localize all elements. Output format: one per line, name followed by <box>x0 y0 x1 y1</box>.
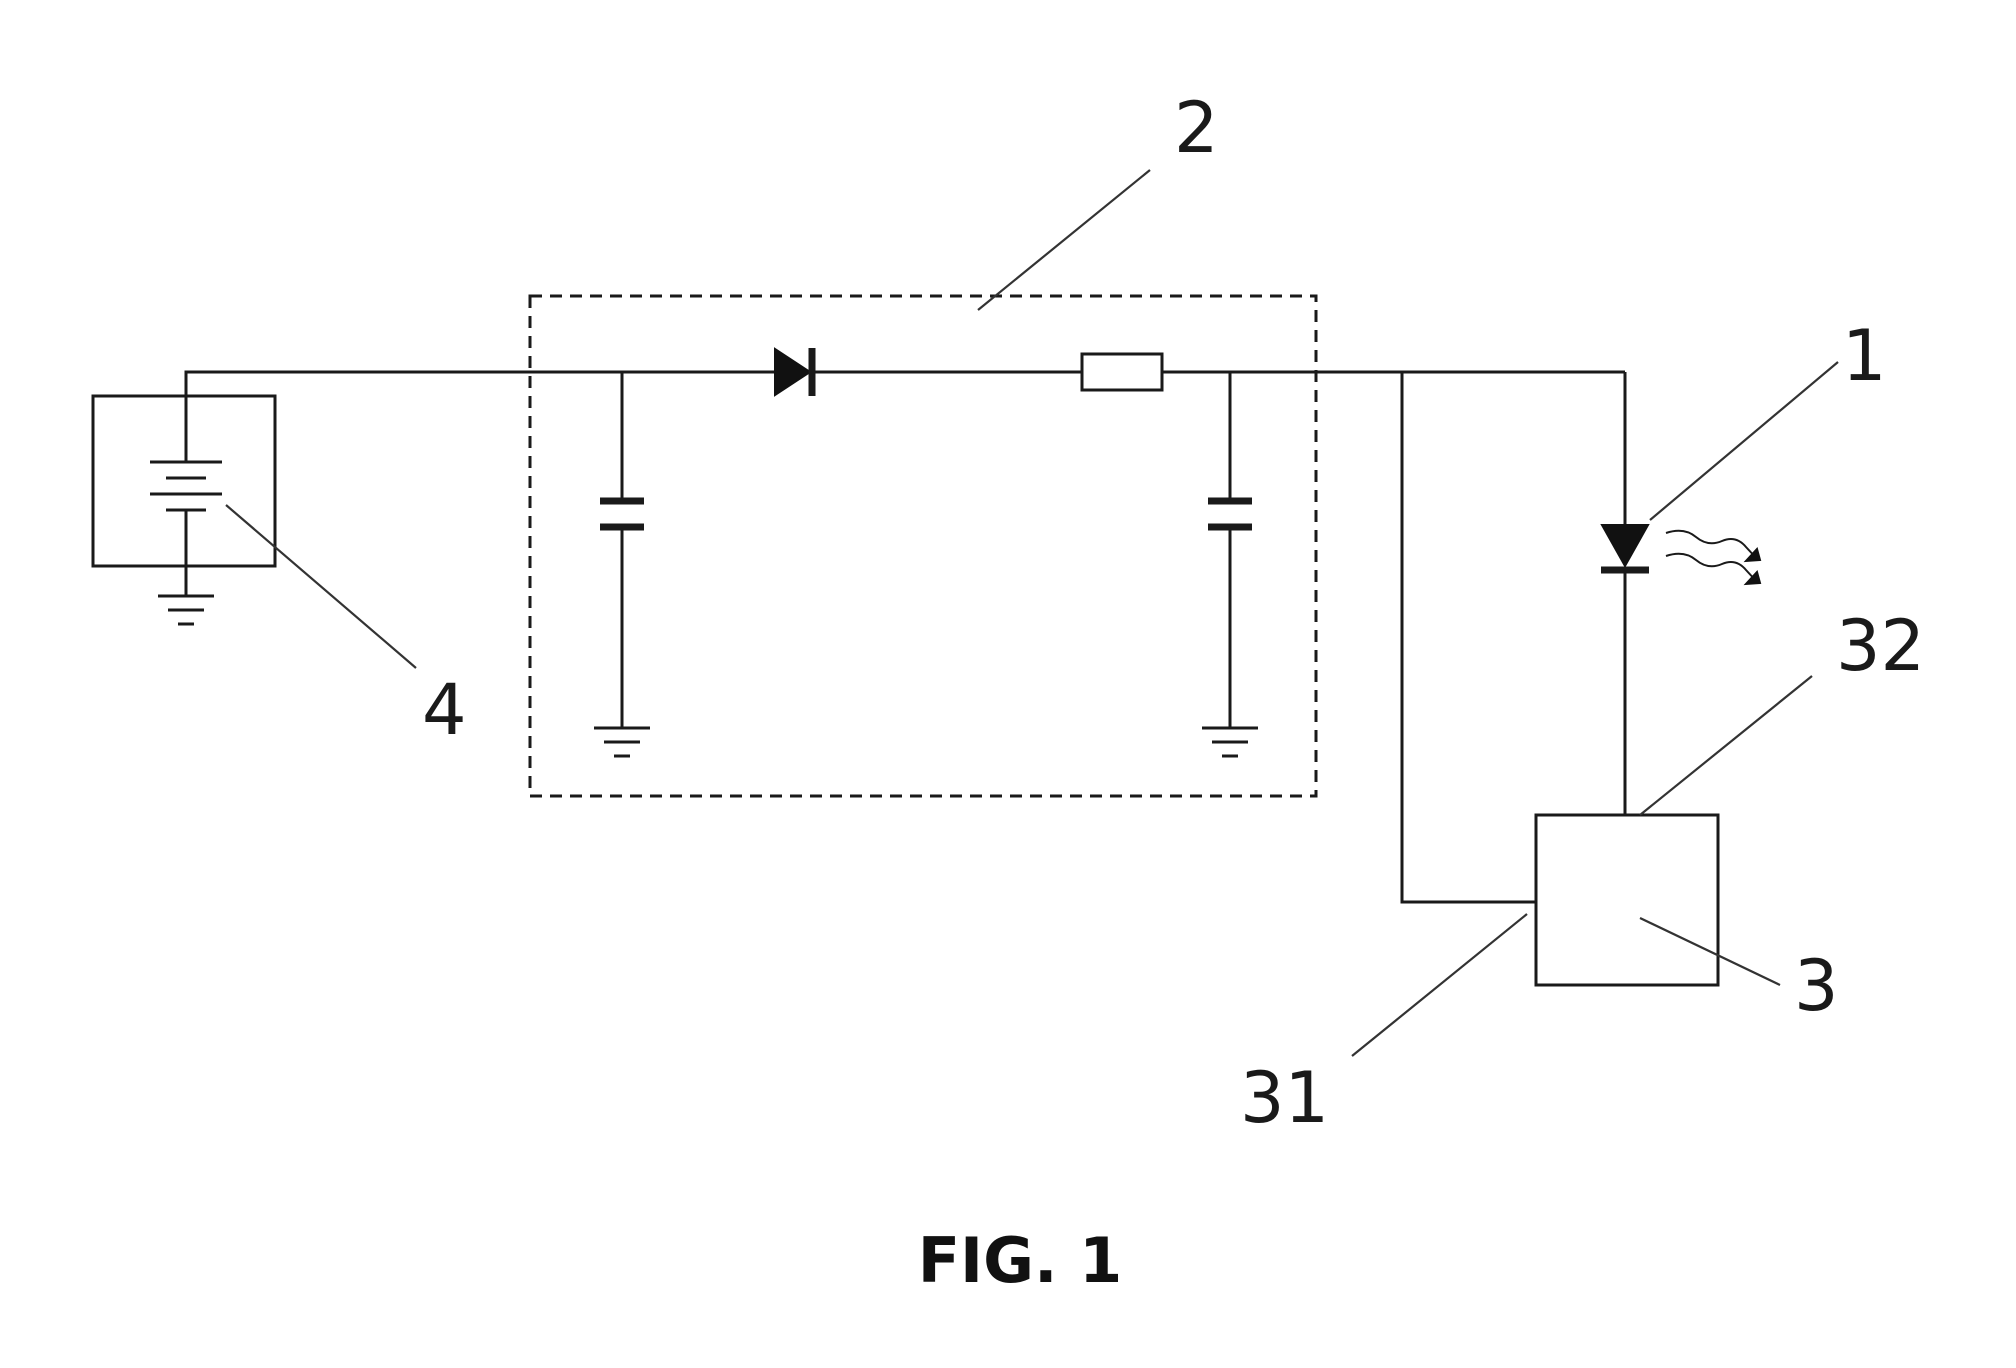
figure-caption: FIG. 1 <box>918 1224 1123 1297</box>
leader-line-output <box>1639 675 1813 816</box>
label-controller-input: 31 <box>1240 1057 1329 1139</box>
leader-line-led <box>1649 361 1839 521</box>
main-supply-wire <box>184 370 1625 396</box>
series-resistor <box>1080 352 1164 392</box>
series-diode <box>774 347 816 397</box>
power-source-box <box>91 394 277 568</box>
right-capacitor-branch <box>1202 372 1258 758</box>
label-filter-circuit: 2 <box>1174 87 1219 169</box>
leader-line-controller <box>1639 917 1781 986</box>
label-controller-output: 32 <box>1836 605 1925 687</box>
controller-input-wire <box>1400 372 1536 904</box>
led-triangle <box>1600 524 1650 569</box>
leader-line-filter <box>977 169 1151 311</box>
controller-box <box>1534 813 1720 987</box>
label-controller: 3 <box>1794 945 1839 1027</box>
right-ground-symbol <box>1202 726 1258 758</box>
leader-line-power <box>225 504 417 669</box>
power-source-block <box>91 370 1625 626</box>
diode-triangle <box>774 347 812 397</box>
light-emission-arrows <box>1665 529 1762 586</box>
left-ground-symbol <box>594 726 650 758</box>
filter-circuit-boundary <box>528 294 1318 798</box>
label-led: 1 <box>1842 315 1887 397</box>
label-power-source: 4 <box>422 669 467 751</box>
led-branch <box>1600 372 1762 815</box>
leader-line-input <box>1351 913 1528 1057</box>
battery-symbol <box>150 460 222 512</box>
ground-symbol <box>158 594 214 626</box>
left-capacitor-branch <box>594 372 650 758</box>
